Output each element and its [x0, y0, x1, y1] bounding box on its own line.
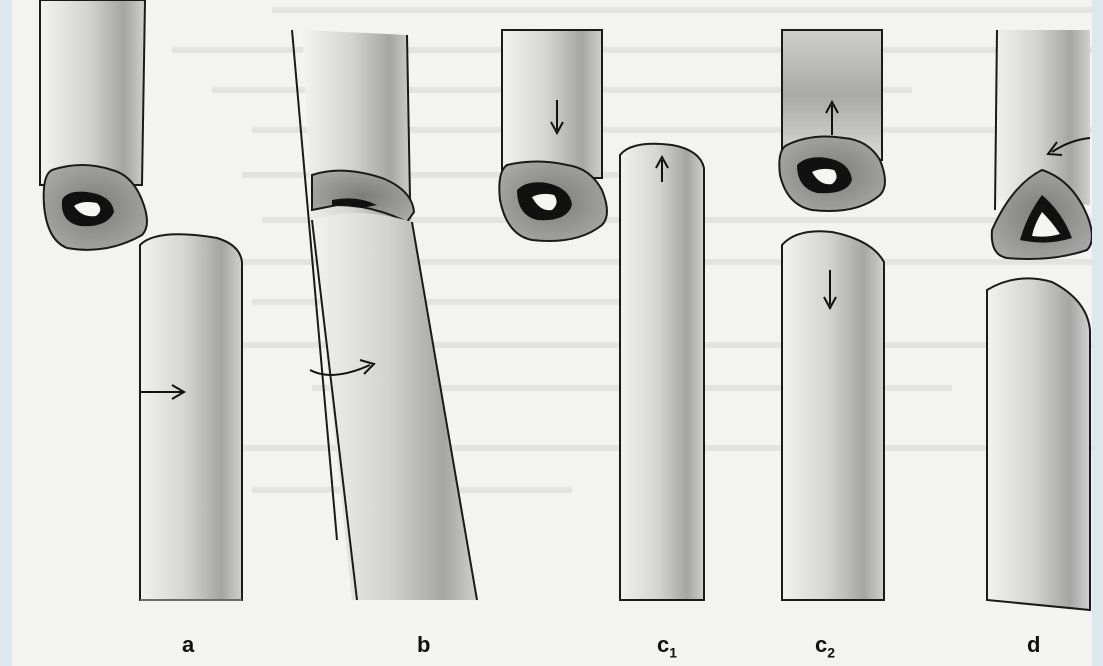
panel-label-c2: c2 [815, 632, 835, 660]
panel-c1 [499, 30, 704, 600]
panel-c2-lower-fragment [782, 231, 884, 600]
panel-a [40, 0, 242, 600]
panel-d [987, 30, 1092, 610]
panel-label-d: d [1027, 632, 1040, 660]
fracture-diagram: a b c1 c2 d [12, 0, 1092, 666]
panel-c1-lower-fragment [620, 144, 704, 600]
panel-a-upper-fragment [40, 0, 145, 185]
panel-d-lower-fragment [987, 278, 1090, 610]
panel-c2 [779, 30, 885, 600]
panel-label-a: a [182, 632, 194, 660]
panel-label-c1: c1 [657, 632, 677, 660]
panel-a-lower-fragment [140, 234, 242, 600]
panel-c1-upper-fragment [502, 30, 602, 178]
fracture-illustration [12, 0, 1092, 666]
panel-label-b: b [417, 632, 430, 660]
panel-b-lower-fragment [312, 213, 477, 600]
panel-b [292, 30, 477, 600]
